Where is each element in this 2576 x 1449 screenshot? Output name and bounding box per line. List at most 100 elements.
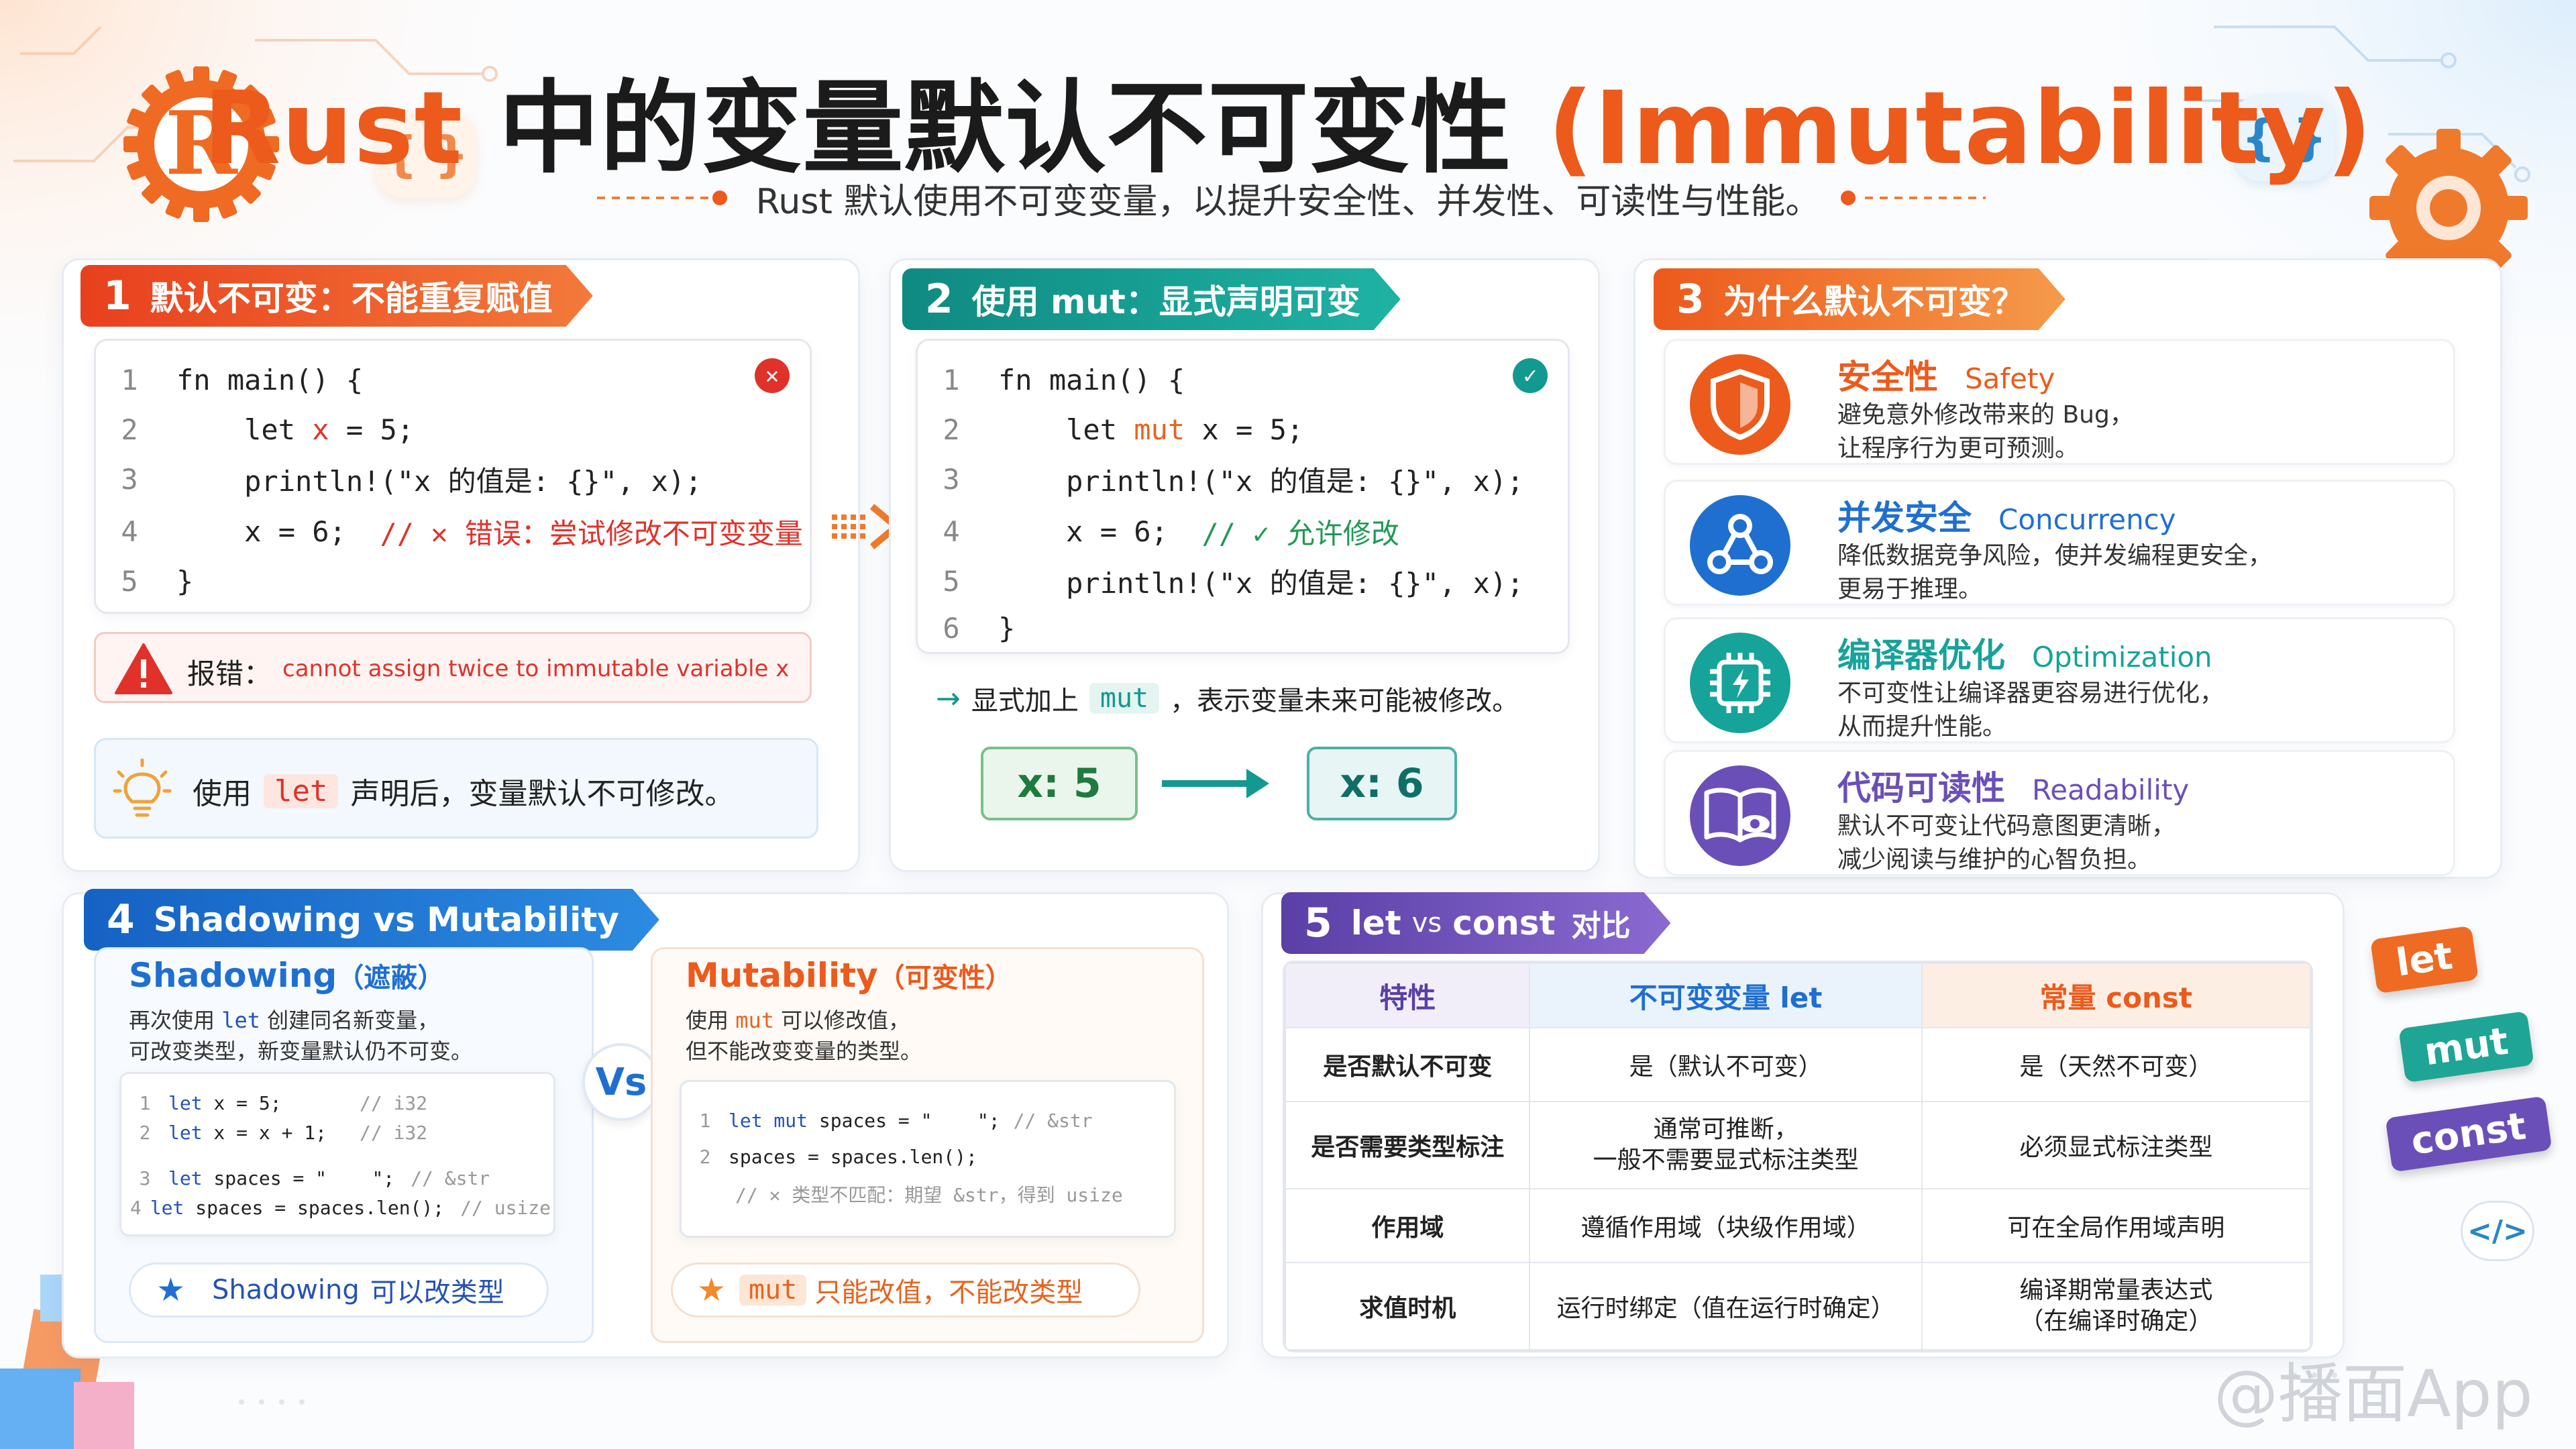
tip-suffix: 声明后，变量默认不可修改。 bbox=[350, 777, 735, 811]
transition-arrow-icon bbox=[1162, 769, 1269, 798]
title-rust: Rust bbox=[203, 70, 464, 187]
error-label: 报错： bbox=[187, 657, 272, 690]
table-cell: 必须显式标注类型 bbox=[1921, 1101, 2311, 1189]
table-cell: 是否需要类型标注 bbox=[1285, 1101, 1531, 1189]
section-4-title: 4 Shadowing vs Mutability bbox=[84, 889, 659, 951]
value-after: x: 6 bbox=[1307, 747, 1457, 820]
tag-mut: mut bbox=[2398, 1010, 2534, 1083]
star-icon: ★ bbox=[156, 1271, 186, 1309]
mutability-title: Mutability（可变性） bbox=[686, 956, 1012, 995]
section-3-title: 3 为什么默认不可变？ bbox=[1654, 268, 2065, 330]
mut-note: → 显式加上 mut ，表示变量未来可能被修改。 bbox=[936, 679, 1519, 718]
section-title-text: 使用 mut：显式声明可变 bbox=[971, 282, 1360, 321]
note-keyword: mut bbox=[1089, 683, 1160, 714]
error-text: cannot assign twice to immutable variabl… bbox=[282, 655, 790, 682]
table-cell: 通常可推断， 一般不需要显式标注类型 bbox=[1529, 1101, 1923, 1189]
watermark: @播面App bbox=[2214, 1356, 2533, 1432]
section-number: 4 bbox=[107, 896, 135, 943]
section-number: 1 bbox=[103, 272, 131, 319]
section-number: 2 bbox=[925, 276, 953, 323]
network-icon bbox=[1690, 495, 1790, 596]
code-line: 2 let mut x = 5; bbox=[943, 413, 1304, 446]
vs-badge: Vs bbox=[582, 1043, 660, 1121]
arrow-icon: → bbox=[936, 681, 961, 716]
section-number: 5 bbox=[1304, 900, 1332, 947]
check-icon: ✓ bbox=[1513, 358, 1548, 393]
book-icon bbox=[1690, 765, 1790, 866]
subtitle-divider-right bbox=[1865, 197, 1986, 199]
header-feature: 特性 bbox=[1285, 963, 1531, 1028]
title-english: (Immutability) bbox=[1547, 70, 2373, 187]
section-1-title: 1 默认不可变：不能重复赋值 bbox=[80, 265, 593, 327]
error-icon: ✕ bbox=[755, 358, 790, 393]
value-before: x: 5 bbox=[981, 747, 1138, 820]
braces-icon-left: { } bbox=[376, 111, 476, 198]
table-cell: 可在全局作用域声明 bbox=[1921, 1188, 2311, 1263]
tag-let: let bbox=[2370, 925, 2479, 994]
lightbulb-icon bbox=[113, 758, 172, 817]
code-line: 3 println!("x 的值是: {}", x); bbox=[943, 462, 1524, 498]
section-title-text: Shadowing vs Mutability bbox=[153, 900, 619, 939]
reason-desc: 降低数据竞争风险，使并发编程更安全，更易于推理。 bbox=[1837, 542, 2273, 603]
section-number: 3 bbox=[1676, 276, 1705, 323]
warning-icon bbox=[115, 643, 172, 694]
table-cell: 运行时绑定（值在运行时确定） bbox=[1529, 1262, 1923, 1350]
reason-desc: 默认不可变让代码意图更清晰，减少阅读与维护的心智负担。 bbox=[1837, 812, 2176, 873]
chip-icon bbox=[1690, 633, 1790, 733]
code-line-error: 4 x = 6; // ✕ 错误：尝试修改不可变变量 bbox=[121, 515, 803, 550]
code-line-type-error: // ✕ 类型不匹配：期望 &str，得到 usize bbox=[735, 1184, 1123, 1206]
code-line: 5} bbox=[121, 564, 194, 598]
subtitle-divider-left bbox=[597, 197, 718, 199]
tip-text: 使用 let 声明后，变量默认不可修改。 bbox=[193, 769, 734, 812]
rust-logo: R bbox=[121, 64, 282, 225]
page-title: Rust 中的变量默认不可变性 (Immutability) bbox=[0, 47, 2576, 193]
table-row: 是否默认不可变 是（默认不可变） 是（天然不可变） bbox=[1285, 1027, 2311, 1102]
section-2-title: 2 使用 mut：显式声明可变 bbox=[902, 268, 1401, 330]
shield-icon bbox=[1690, 354, 1790, 455]
subtitle-dot-right bbox=[1841, 191, 1856, 205]
tip-keyword: let bbox=[264, 773, 339, 808]
subtitle-dot-left bbox=[712, 191, 727, 205]
code-line: 2 let x = 5; bbox=[121, 413, 415, 446]
table-header-row: 特性 不可变变量 let 常量 const bbox=[1285, 963, 2311, 1028]
error-message-box: 报错： cannot assign twice to immutable var… bbox=[94, 632, 812, 703]
code-icon: </> bbox=[2461, 1201, 2534, 1261]
table-row: 作用域 遵循作用域（块级作用域） 可在全局作用域声明 bbox=[1285, 1188, 2311, 1263]
title-main: 中的变量默认不可变性 bbox=[498, 70, 1512, 187]
table-cell: 是否默认不可变 bbox=[1285, 1027, 1531, 1102]
code-line: 3 println!("x 的值是: {}", x); bbox=[121, 462, 702, 498]
section-title-text: 为什么默认不可变？ bbox=[1723, 282, 2025, 321]
table-cell: 求值时机 bbox=[1285, 1262, 1531, 1350]
page-subtitle: Rust 默认使用不可变变量，以提升安全性、并发性、可读性与性能。 bbox=[755, 182, 1821, 222]
table-cell: 是（默认不可变） bbox=[1529, 1027, 1923, 1102]
section-title-text: 默认不可变：不能重复赋值 bbox=[150, 279, 553, 318]
gear-icon bbox=[2369, 129, 2528, 287]
table-row: 求值时机 运行时绑定（值在运行时确定） 编译期常量表达式 （在编译时确定） bbox=[1285, 1262, 2311, 1350]
braces-icon-right: { } bbox=[2234, 94, 2334, 181]
table-cell: 遵循作用域（块级作用域） bbox=[1529, 1188, 1923, 1263]
tag-const: const bbox=[2385, 1095, 2553, 1173]
reason-desc: 不可变性让编译器更容易进行优化，从而提升性能。 bbox=[1837, 680, 2224, 741]
table-cell: 作用域 bbox=[1285, 1188, 1531, 1263]
mutability-desc: 使用 mut 可以修改值， 但不能改变变量的类型。 bbox=[686, 1008, 922, 1064]
note-prefix: 显式加上 bbox=[971, 686, 1079, 716]
reason-desc: 避免意外修改带来的 Bug，让程序行为更可预测。 bbox=[1837, 401, 2134, 462]
rust-gear-icon bbox=[123, 66, 279, 222]
code-line-ok: 4 x = 6; // ✓ 允许修改 bbox=[943, 515, 1399, 550]
tip-box: 使用 let 声明后，变量默认不可修改。 bbox=[94, 738, 818, 839]
comparison-table: 特性 不可变变量 let 常量 const 是否默认不可变 是（默认不可变） 是… bbox=[1285, 963, 2311, 1350]
